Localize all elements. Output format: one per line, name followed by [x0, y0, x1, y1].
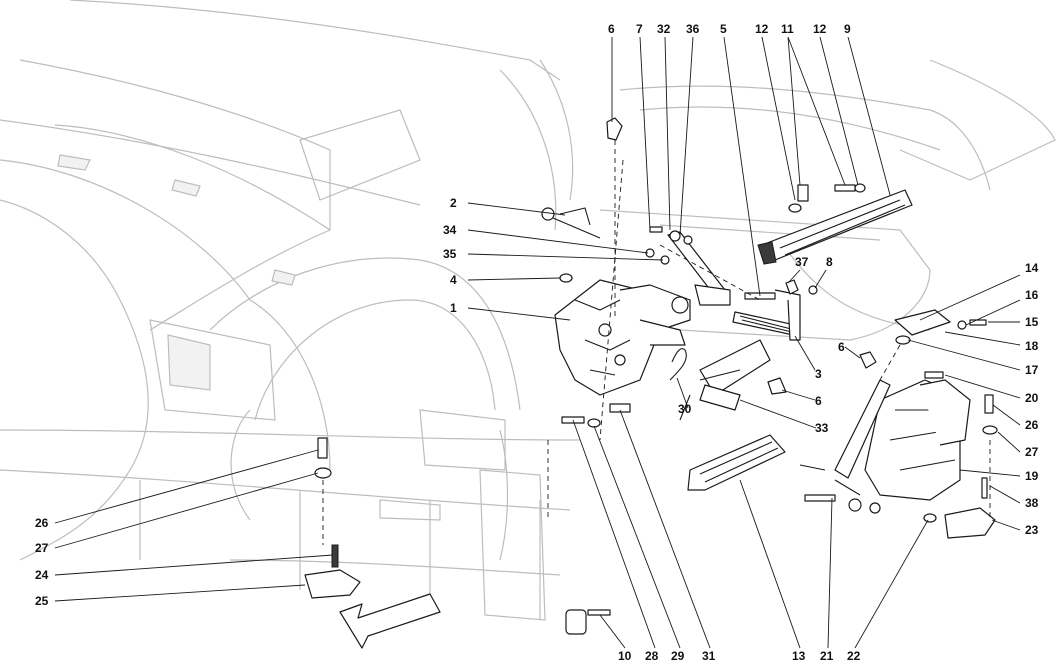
lower-hinge-assembly	[799, 379, 971, 514]
callout-label: 6	[815, 394, 822, 408]
callout-label: 26	[1025, 418, 1039, 432]
callout-label: 23	[1025, 523, 1039, 537]
callout-label: 27	[35, 541, 49, 555]
callout-label: 27	[1025, 445, 1039, 459]
callout-label: 10	[618, 649, 632, 663]
callout-label: 26	[35, 516, 49, 530]
callout-label: 32	[657, 22, 671, 36]
callout-label: 19	[1025, 469, 1039, 483]
callout-label: 35	[443, 247, 457, 261]
callout-label: 28	[645, 649, 659, 663]
direction-arrow	[339, 593, 441, 649]
callout-label: 13	[792, 649, 806, 663]
callout-label: 12	[755, 22, 769, 36]
callout-label: 4	[450, 273, 457, 287]
callout-label: 6	[608, 22, 615, 36]
gas-strut	[679, 339, 771, 421]
callout-label: 16	[1025, 288, 1039, 302]
callout-label: 25	[35, 594, 49, 608]
callout-label: 14	[1025, 261, 1039, 275]
callout-labels: 6 7 32 36 5 12 11 12 9 2 34 35 4 1 37 8 …	[35, 22, 1039, 663]
support-rod	[732, 289, 801, 341]
callout-label: 29	[671, 649, 685, 663]
callout-label: 7	[636, 22, 643, 36]
trim-strip	[757, 189, 913, 265]
callout-label: 3	[815, 367, 822, 381]
hinge-bracket-assembly	[554, 279, 691, 396]
leader-lines	[54, 36, 1021, 649]
callout-label: 6	[838, 340, 845, 354]
ghost-car-body	[0, 0, 1056, 621]
callout-label: 11	[781, 22, 794, 36]
fasteners	[304, 117, 998, 635]
link-arm	[667, 230, 731, 306]
callout-label: 15	[1025, 315, 1039, 329]
callout-label: 17	[1025, 363, 1039, 377]
callout-label: 5	[720, 22, 727, 36]
callout-label: 31	[702, 649, 716, 663]
callout-label: 34	[443, 223, 457, 237]
callout-label: 38	[1025, 496, 1039, 510]
callout-label: 22	[847, 649, 861, 663]
callout-label: 18	[1025, 339, 1039, 353]
callout-label: 1	[450, 301, 457, 315]
callout-label: 33	[815, 421, 829, 435]
callout-label: 37	[795, 255, 809, 269]
callout-label: 12	[813, 22, 827, 36]
channel-guide	[687, 434, 786, 491]
callout-label: 20	[1025, 391, 1039, 405]
callout-label: 30	[678, 402, 692, 416]
callout-label: 2	[450, 196, 457, 210]
callout-label: 9	[844, 22, 851, 36]
callout-label: 24	[35, 568, 49, 582]
callout-label: 8	[826, 255, 833, 269]
callout-label: 21	[820, 649, 834, 663]
callout-label: 36	[686, 22, 700, 36]
